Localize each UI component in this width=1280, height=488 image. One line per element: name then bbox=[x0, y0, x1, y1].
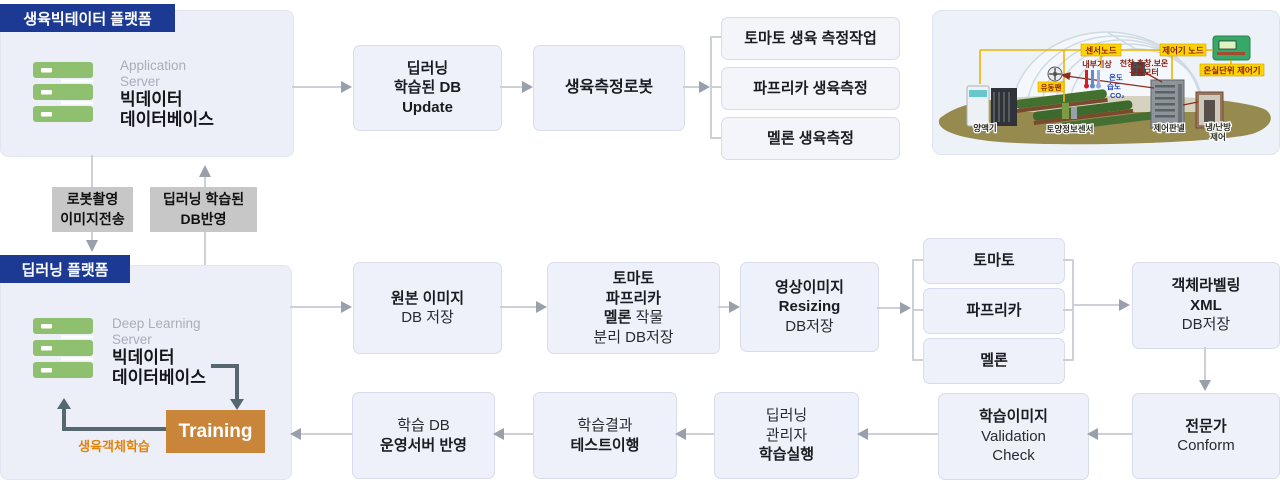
growth-bigdata-platform-title: 생육빅테이터 플랫폼 bbox=[23, 10, 152, 28]
application-server-type: Application Server bbox=[120, 58, 187, 90]
application-server-icon bbox=[33, 62, 93, 122]
plant-beds bbox=[1015, 89, 1154, 132]
humidity-label: 습도 bbox=[1107, 81, 1121, 91]
hvac-label-2: 제어 bbox=[1210, 132, 1226, 142]
application-server-name: 빅데이터 데이터베이스 bbox=[120, 90, 214, 130]
soil-sensor-device bbox=[1062, 103, 1077, 119]
indoor-weather-label: 내부기상 bbox=[1082, 59, 1112, 69]
box-test-run: 학습결과 테스트이행 bbox=[533, 392, 677, 479]
unit-controller-device bbox=[1212, 35, 1251, 61]
thermometer-icons bbox=[1084, 70, 1101, 89]
crop-tomato: 토마토 bbox=[923, 238, 1065, 284]
circulation-fan-icon bbox=[1047, 66, 1063, 82]
task-melon-measure: 멜론 생육측정 bbox=[721, 117, 900, 160]
box-original-image-db: 원본 이미지 DB 저장 bbox=[353, 262, 502, 354]
label-trained-db-apply: 딥러닝 학습된 DB반영 bbox=[150, 187, 257, 232]
task-paprika-measure: 파프리카 생육측정 bbox=[721, 67, 900, 110]
box-crop-separate-db: 토마토 파프리카 멜론 작물 분리 DB저장 bbox=[547, 262, 720, 354]
box-manager-training-run: 딥러닝 관리자 학습실행 bbox=[714, 392, 859, 479]
growth-bigdata-platform-badge: 생육빅테이터 플랫폼 bbox=[0, 4, 175, 32]
growth-bigdata-platform-box bbox=[0, 10, 294, 157]
deep-learning-server-name: 빅데이터 데이터베이스 bbox=[112, 348, 206, 388]
deep-learning-server-icon bbox=[33, 318, 93, 378]
box-object-labeling-xml: 객체라벨링 XML DB저장 bbox=[1132, 262, 1280, 349]
hvac-unit bbox=[1195, 91, 1224, 129]
control-panel-label: 제어판넬 bbox=[1153, 123, 1184, 133]
motor-device bbox=[1131, 62, 1145, 76]
deep-learning-server-type: Deep Learning Server bbox=[112, 316, 201, 348]
training-caption: 생육객체학습 bbox=[78, 439, 150, 454]
nutrient-machine bbox=[966, 85, 1017, 127]
hvac-label-1: 냉/난방 bbox=[1205, 122, 1231, 132]
soil-sensor-label: 토양정보센서 bbox=[1047, 124, 1094, 134]
co2-label: CO₂ bbox=[1110, 91, 1125, 100]
nutrient-label: 양액기 bbox=[973, 123, 996, 133]
task-tomato-measure: 토마토 생육 측정작업 bbox=[721, 17, 900, 60]
box-growth-measure-robot: 생육측정로봇 bbox=[533, 45, 685, 131]
training-box: Training bbox=[166, 410, 265, 453]
unit-controller-label: 온실단위 제어기 bbox=[1203, 66, 1260, 76]
box-image-resizing-db: 영상이미지 Resizing DB저장 bbox=[740, 262, 879, 352]
label-robot-image-transfer: 로봇촬영 이미지전송 bbox=[52, 187, 133, 232]
controller-node-tag bbox=[1159, 43, 1207, 57]
sensor-node-label: 센서노드 bbox=[1085, 46, 1116, 56]
control-panel-cabinet bbox=[1150, 79, 1185, 129]
control-arrows bbox=[1060, 70, 1199, 106]
controller-node-label: 제어기 노드 bbox=[1162, 46, 1204, 56]
deep-learning-platform-title: 딥러닝 플랫폼 bbox=[21, 261, 109, 279]
unit-controller-tag bbox=[1199, 63, 1265, 77]
greenhouse-tags: 센서노드 제어기 노드 온실단위 제어기 유동팬 내부기상 천창.측창.보온 구… bbox=[972, 43, 1265, 143]
sensor-node-tag bbox=[1080, 43, 1122, 57]
motor-label-2: 구동모터 bbox=[1129, 67, 1158, 77]
motor-label-1: 천창.측창.보온 bbox=[1120, 58, 1169, 68]
box-deploy-db: 학습 DB 운영서버 반영 bbox=[352, 392, 495, 479]
box-expert-conform: 전문가 Conform bbox=[1132, 393, 1280, 479]
deep-learning-platform-badge: 딥러닝 플랫폼 bbox=[0, 255, 130, 283]
box-dl-trained-db-update: 딥러닝 학습된 DB Update bbox=[353, 45, 502, 131]
fan-tag bbox=[1037, 81, 1065, 93]
box-validation-check: 학습이미지 Validation Check bbox=[938, 393, 1089, 480]
fan-label: 유동팬 bbox=[1041, 82, 1062, 92]
greenhouse-illustration: 센서노드 제어기 노드 온실단위 제어기 유동팬 내부기상 천창.측창.보온 구… bbox=[932, 10, 1280, 155]
crop-melon: 멜론 bbox=[923, 338, 1065, 384]
crop-paprika: 파프리카 bbox=[923, 288, 1065, 334]
temp-label: 온도 bbox=[1109, 73, 1123, 82]
